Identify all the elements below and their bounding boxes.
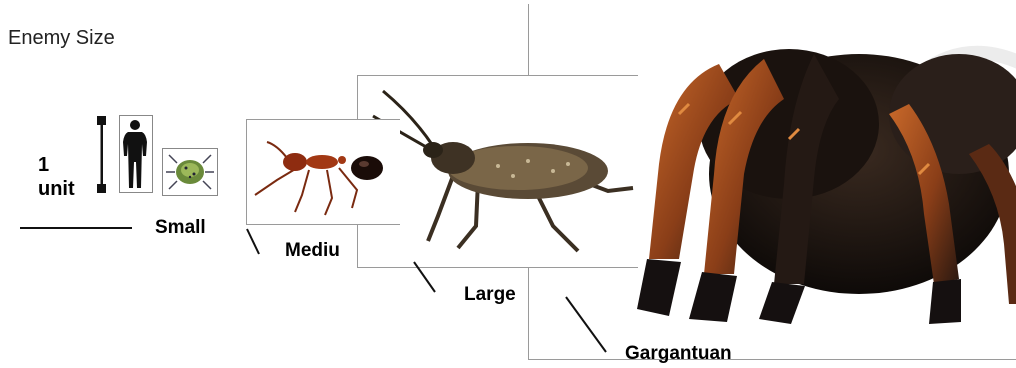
label-large: Large [464, 284, 516, 306]
label-medium: Mediu [285, 240, 357, 262]
gargantuan-connector [566, 297, 606, 352]
label-small: Small [155, 217, 206, 239]
label-gargantuan: Gargantuan [625, 343, 732, 365]
large-connector [414, 262, 435, 292]
medium-connector [247, 229, 259, 254]
label-medium-clip: Mediu [285, 240, 357, 270]
